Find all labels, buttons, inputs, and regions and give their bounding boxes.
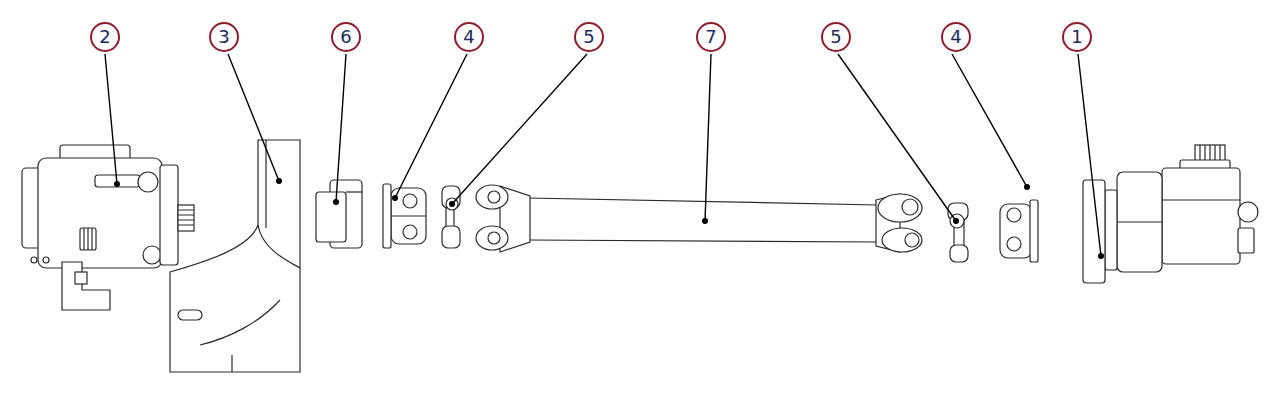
drive-shaft [882,228,922,252]
leader-dot [392,195,398,201]
flange-yoke [1000,200,1038,262]
mounting-plate [258,225,300,268]
hydraulic-pump [178,205,194,231]
flange-yoke [1007,208,1021,222]
mounting-plate [231,355,232,372]
hydraulic-pump [80,228,96,250]
universal-joint-cross [950,245,968,262]
flange-yoke [1030,200,1038,262]
drive-shaft [476,185,922,252]
leader-line [705,54,711,221]
callout-number: 5 [583,28,594,46]
gearbox [1105,190,1117,270]
drive-shaft [476,185,508,209]
universal-joint-cross [442,186,460,248]
leader-dot [114,181,120,187]
leader-line [336,54,346,202]
callout-number: 3 [218,28,229,46]
drive-shaft [902,199,918,215]
leader-dot [114,178,1104,259]
callout-circle: 4 [454,22,484,52]
drive-shaft [488,232,500,244]
leader-dot [276,178,282,184]
hydraulic-pump [43,257,49,263]
flange-yoke [1000,204,1032,258]
drive-shaft [488,191,500,203]
flange-yoke [1007,237,1021,251]
leader-dot [702,218,708,224]
gearbox [1162,168,1240,264]
gearbox [1238,202,1258,222]
leader-line [952,54,1027,187]
coupling [316,192,346,242]
gearbox [1195,145,1225,161]
callout-circle: 1 [1062,22,1092,52]
callout-number: 2 [99,28,110,46]
hydraulic-pump [95,175,140,187]
callout-number: 5 [830,28,841,46]
callout-circle: 6 [331,22,361,52]
gearbox [1200,145,1220,161]
flange-yoke [383,184,426,248]
callout-number: 6 [340,28,351,46]
callout-circle: 2 [90,22,120,52]
callout-number: 7 [705,28,716,46]
leader-line [228,54,279,181]
mounting-plate [170,140,300,372]
leader-dot [1098,253,1104,259]
flange-yoke [391,215,426,216]
gearbox [1117,200,1240,222]
leader-dot [1024,184,1030,190]
drive-shaft [905,233,919,247]
leader-line [105,54,117,184]
leader-line [838,54,956,221]
hydraulic-pump [62,262,110,310]
drive-shaft [878,194,922,222]
hydraulic-pump [75,272,87,284]
hydraulic-pump [38,158,162,268]
flange-yoke [383,184,391,248]
mounting-plate [200,300,280,345]
leader-line [105,54,1101,256]
leader-line [452,54,587,204]
drive-shaft [476,226,508,250]
drive-shaft [528,198,878,242]
leader-dot [449,201,455,207]
hydraulic-pump [84,228,92,250]
callout-circle: 7 [696,22,726,52]
flange-yoke [403,225,417,239]
leader-line [1078,54,1101,256]
callout-number: 4 [950,28,961,46]
callout-number: 4 [463,28,474,46]
mounting-plate [178,310,202,320]
hydraulic-pump [22,145,194,310]
hydraulic-pump [178,210,194,225]
leader-dot [953,218,959,224]
hydraulic-pump [143,246,161,264]
callout-circle: 5 [821,22,851,52]
leader-line [395,54,467,198]
hydraulic-pump [138,172,158,192]
flange-yoke [391,188,426,244]
coupling [316,180,362,248]
mounting-plate [265,140,266,228]
callout-circle: 5 [574,22,604,52]
leader-dot [333,199,339,205]
callout-circle: 3 [209,22,239,52]
hydraulic-pump [160,165,178,265]
flange-yoke [403,194,417,208]
hydraulic-pump [31,257,37,263]
universal-joint-cross [948,203,968,262]
mounting-plate [170,140,300,372]
gearbox [1083,145,1258,283]
callout-circle: 4 [941,22,971,52]
gearbox [1238,228,1254,253]
universal-joint-cross [442,226,460,248]
coupling [346,191,362,192]
callout-number: 1 [1071,28,1082,46]
